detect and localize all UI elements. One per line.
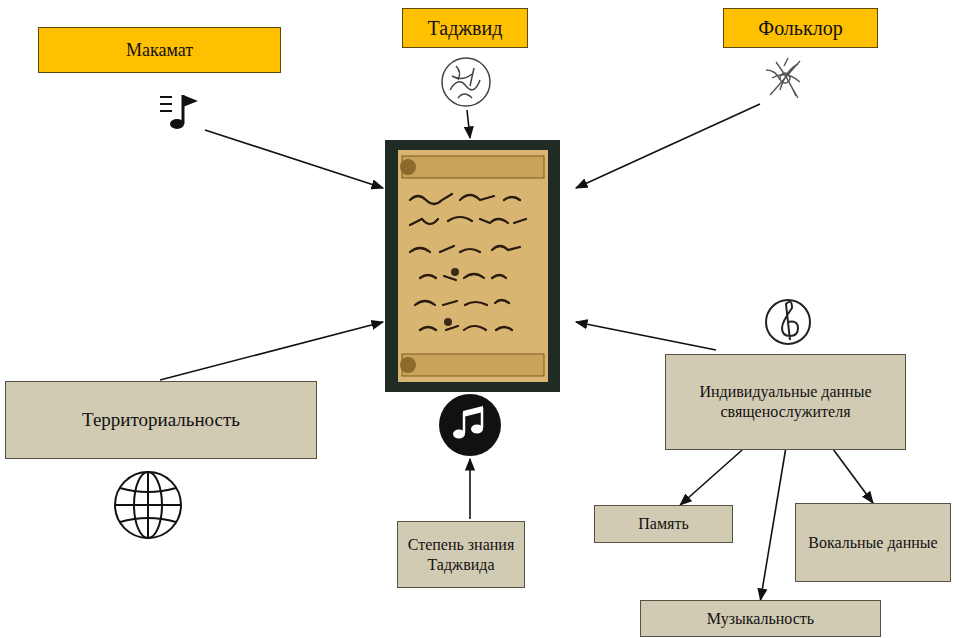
note-circle	[439, 394, 501, 456]
folklore-icon	[766, 58, 800, 98]
sub-factor-box: Вокальные данные	[795, 503, 951, 582]
sub-factor-box: Музыкальность	[640, 600, 881, 637]
box-label: Степень знания Таджвида	[406, 535, 516, 575]
box-label: Таджвид	[428, 16, 503, 41]
music-icon	[160, 95, 198, 129]
category-box: Фольклор	[723, 8, 878, 48]
sub-factor-box: Память	[594, 505, 733, 543]
box-label: Макамат	[126, 39, 193, 62]
box-label: Память	[638, 514, 688, 534]
box-label: Фольклор	[758, 16, 842, 41]
connector-arrow	[834, 450, 873, 503]
box-label: Вокальные данные	[808, 533, 937, 553]
category-box: Макамат	[38, 27, 281, 73]
factor-box: Территориальность	[5, 381, 317, 459]
connector-arrow	[680, 450, 742, 505]
globe-icon	[115, 472, 181, 538]
box-label: Территориальность	[82, 408, 240, 432]
connector-arrow	[761, 450, 786, 600]
calligraphy-icon	[442, 58, 490, 106]
category-box: Таджвид	[402, 8, 528, 48]
factor-box: Индивидуальные данные священослужителя	[665, 354, 906, 450]
box-label: Музыкальность	[707, 609, 814, 629]
clef-icon	[766, 300, 810, 344]
box-label: Индивидуальные данные священослужителя	[674, 382, 897, 422]
manuscript-image	[385, 140, 560, 392]
factor-box: Степень знания Таджвида	[397, 521, 525, 588]
